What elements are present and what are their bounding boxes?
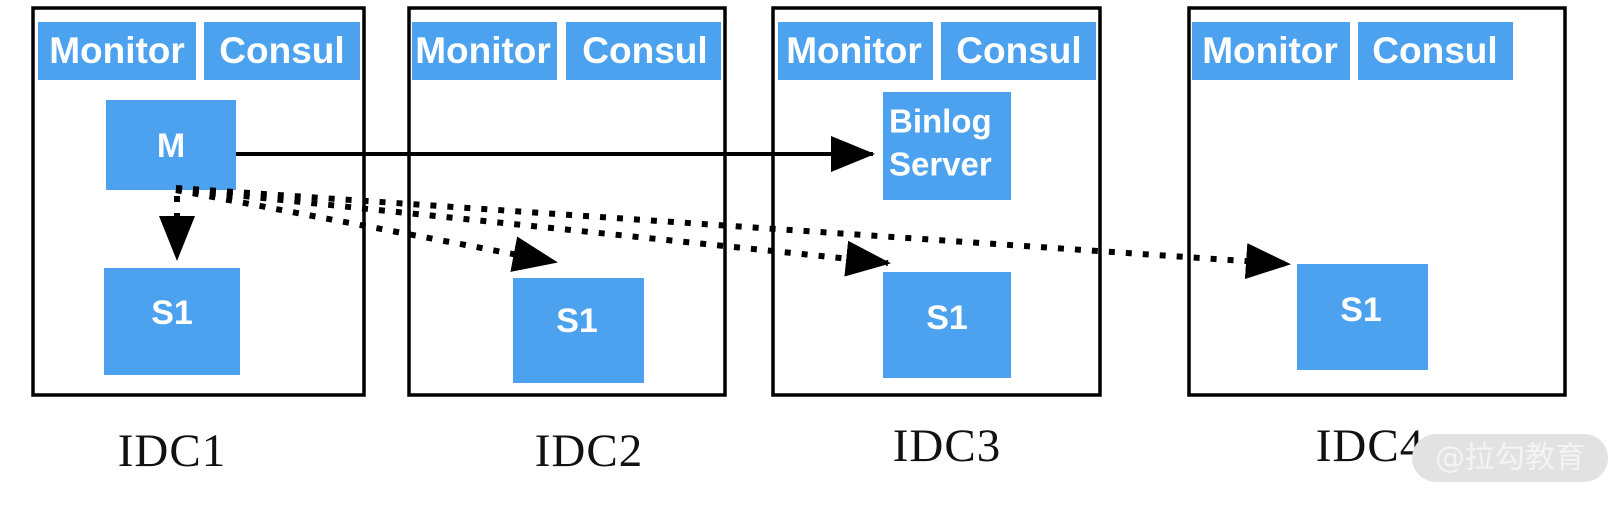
monitor-label-idc3: Monitor bbox=[786, 30, 922, 71]
node-m-idc1: M bbox=[106, 100, 236, 190]
binlog-server-label-line1: Binlog bbox=[889, 103, 992, 140]
node-binlog-server-idc3: Binlog Server bbox=[883, 92, 1011, 200]
s1-label-idc3: S1 bbox=[926, 299, 968, 337]
node-s1-idc2: S1 bbox=[513, 278, 644, 383]
consul-box-idc1 bbox=[204, 22, 360, 80]
s1-label-idc1: S1 bbox=[151, 294, 193, 332]
m-label-idc1: M bbox=[157, 127, 185, 165]
binlog-server-label-line2: Server bbox=[889, 146, 992, 183]
header-consul-idc1: Consul bbox=[204, 22, 360, 80]
node-s1-idc4: S1 bbox=[1297, 264, 1428, 370]
panel-captions: IDC1 IDC2 IDC3 IDC4 bbox=[118, 420, 1424, 477]
consul-label-idc2: Consul bbox=[582, 30, 707, 71]
monitor-box-idc3 bbox=[778, 22, 933, 80]
consul-box-idc3 bbox=[941, 22, 1096, 80]
caption-idc1: IDC1 bbox=[118, 425, 226, 477]
monitor-box-idc2 bbox=[412, 22, 557, 80]
m-box-idc1 bbox=[106, 100, 236, 190]
consul-label-idc3: Consul bbox=[956, 30, 1081, 71]
panel-border-idc2 bbox=[407, 6, 727, 397]
header-monitor-idc3: Monitor bbox=[778, 22, 933, 80]
panel-border-idc3 bbox=[771, 6, 1102, 397]
consul-label-idc1: Consul bbox=[219, 30, 344, 71]
connections-layer bbox=[159, 136, 1291, 280]
s1-label-idc4: S1 bbox=[1340, 291, 1382, 329]
arrow-m-to-s1-idc4 bbox=[175, 185, 1291, 280]
panel-idc4: Monitor Consul S1 bbox=[1187, 6, 1567, 397]
consul-box-idc2 bbox=[566, 22, 721, 80]
monitor-box-idc1 bbox=[38, 22, 196, 80]
consul-box-idc4 bbox=[1358, 22, 1513, 80]
monitor-label-idc4: Monitor bbox=[1202, 30, 1338, 71]
caption-idc2: IDC2 bbox=[535, 425, 643, 477]
panel-idc3: Monitor Consul Binlog Server S1 bbox=[771, 6, 1102, 397]
watermark-text: @拉勾教育 bbox=[1435, 441, 1585, 476]
s1-box-idc3 bbox=[883, 272, 1011, 378]
s1-box-idc2 bbox=[513, 278, 644, 383]
monitor-label-idc1: Monitor bbox=[49, 30, 185, 71]
header-monitor-idc1: Monitor bbox=[38, 22, 196, 80]
watermark-pill bbox=[1412, 434, 1608, 482]
header-consul-idc4: Consul bbox=[1358, 22, 1513, 80]
s1-label-idc2: S1 bbox=[556, 302, 598, 340]
watermark: @拉勾教育 bbox=[1412, 434, 1608, 482]
header-consul-idc3: Consul bbox=[941, 22, 1096, 80]
header-consul-idc2: Consul bbox=[566, 22, 721, 80]
s1-box-idc4 bbox=[1297, 264, 1428, 370]
node-s1-idc1: S1 bbox=[104, 268, 240, 375]
monitor-label-idc2: Monitor bbox=[415, 30, 551, 71]
arrow-m-to-s1-idc3 bbox=[175, 186, 891, 277]
s1-box-idc1 bbox=[104, 268, 240, 375]
consul-label-idc4: Consul bbox=[1372, 30, 1497, 71]
panel-border-idc4 bbox=[1187, 6, 1567, 397]
binlog-server-box-idc3 bbox=[883, 92, 1011, 200]
caption-idc4: IDC4 bbox=[1316, 420, 1424, 472]
caption-idc3: IDC3 bbox=[893, 420, 1001, 472]
arrow-m-to-s1-idc2 bbox=[175, 187, 558, 272]
header-monitor-idc4: Monitor bbox=[1192, 22, 1350, 80]
node-s1-idc3: S1 bbox=[883, 272, 1011, 378]
header-monitor-idc2: Monitor bbox=[412, 22, 557, 80]
panel-idc2: Monitor Consul S1 bbox=[407, 6, 727, 397]
monitor-box-idc4 bbox=[1192, 22, 1350, 80]
panel-idc1: Monitor Consul M S1 bbox=[31, 6, 366, 397]
